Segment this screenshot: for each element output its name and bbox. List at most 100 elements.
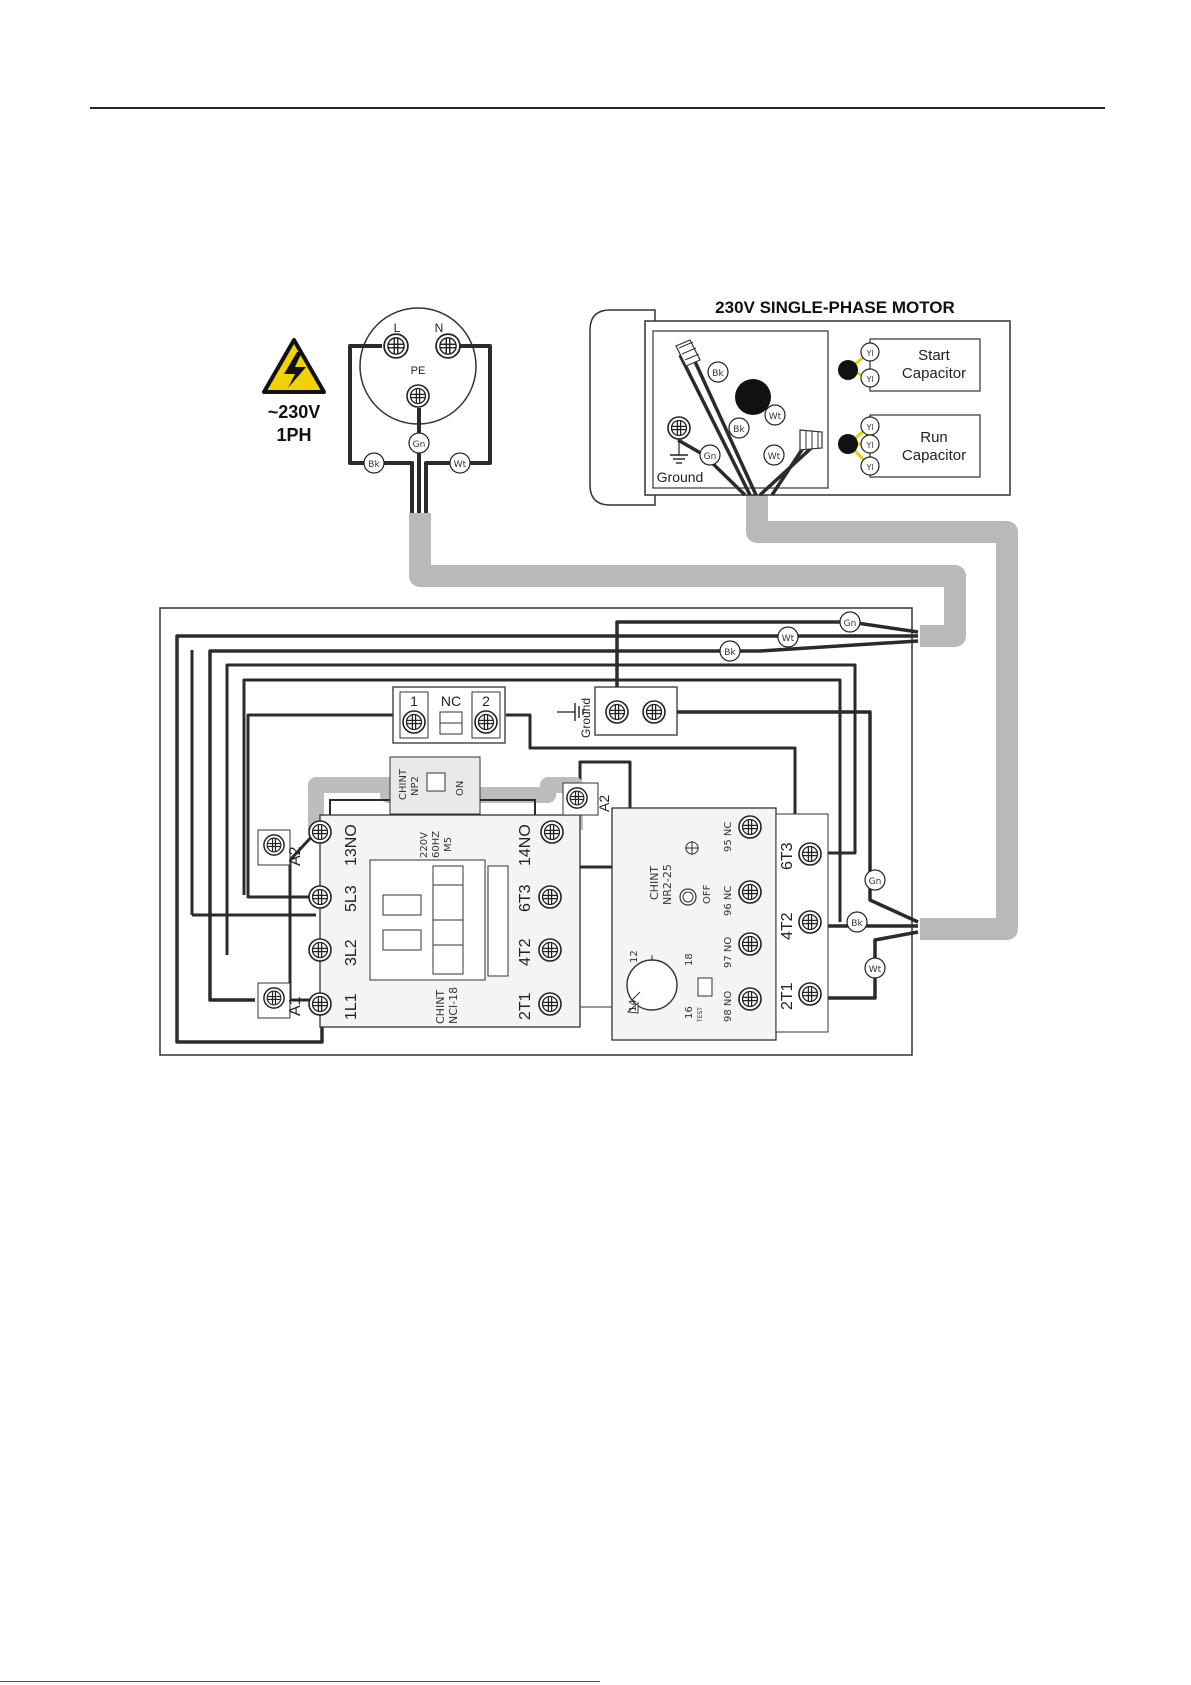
wire-label-wt: Wt (777, 626, 799, 648)
overload-2t1-screw-icon (798, 982, 822, 1006)
supply-voltage-label: ~230V (268, 402, 321, 422)
page-footer-rule (0, 1681, 600, 1682)
wire-label-yl: Yl (860, 368, 880, 388)
contactor-1l1-label: 1L1 (343, 993, 360, 1020)
overload-98no-screw-icon (738, 987, 762, 1011)
control-wires (190, 650, 857, 1002)
svg-text:Gn: Gn (413, 440, 426, 450)
overload-6t3-label: 6T3 (779, 842, 796, 870)
overload-2t1-label: 2T1 (779, 982, 796, 1010)
svg-text:Bk: Bk (724, 648, 736, 658)
contactor-rating-model: M5 (443, 837, 454, 852)
wire-label-yl: Yl (860, 434, 880, 454)
overload-dial-12: 12 (629, 950, 640, 963)
motor-ground-label: Ground (657, 469, 704, 485)
motor-ground-screw-icon (667, 416, 691, 440)
overload-test-label: TEST (697, 1007, 704, 1023)
contactor-2t1-label: 2T1 (517, 992, 534, 1020)
motor-cable (746, 495, 1018, 940)
contactor-rating-frequency: 60HZ (431, 831, 442, 858)
contactor-6t3-screw-icon (538, 885, 562, 909)
svg-text:Wt: Wt (782, 634, 795, 644)
overload-brand: CHINT (648, 866, 661, 900)
supply-cable (409, 513, 966, 647)
plug-n-label: N (435, 321, 444, 335)
run-capacitor-label-2: Capacitor (902, 447, 966, 464)
contactor-14no-label: 14NO (517, 824, 534, 866)
wire-label-gn: Gn (839, 611, 861, 633)
wire-label-bk: Bk (707, 361, 729, 383)
contactor-3l2-label: 3L2 (343, 939, 360, 966)
wire-label-wt: Wt (449, 452, 471, 474)
wire-label-yl: Yl (860, 456, 880, 476)
svg-text:Yl: Yl (865, 349, 873, 358)
wire-nut-icon (799, 429, 823, 451)
wire-label-wt: Wt (763, 444, 785, 466)
wire-label-bk: Bk (719, 640, 741, 662)
motor-housing (589, 309, 1011, 506)
run-capacitor-label-1: Run (920, 429, 948, 446)
high-voltage-warning-icon (262, 338, 326, 394)
contactor-1l1-screw-icon (308, 992, 332, 1016)
contactor-13no-screw-icon (308, 820, 332, 844)
wire-label-yl: Yl (860, 342, 880, 362)
switch-terminal-2-screw-icon (474, 710, 498, 734)
svg-text:Wt: Wt (454, 460, 467, 470)
overload-6t3-screw-icon (798, 842, 822, 866)
overload-off-label: OFF (702, 884, 713, 904)
contactor-5l3-screw-icon (308, 885, 332, 909)
overload-4t2-screw-icon (798, 910, 822, 934)
wire-label-wt: Wt (764, 404, 786, 426)
wire-label-bk: Bk (363, 452, 385, 474)
overload-97no-label: 97 NO (723, 937, 734, 968)
overload-dial-18: 18 (684, 953, 695, 966)
contactor-nc1-18 (257, 782, 599, 1028)
wire-label-bk: Bk (728, 417, 750, 439)
pushbutton-ng2 (389, 756, 481, 815)
svg-text:Wt: Wt (869, 965, 882, 975)
contactor-a1-label: A1 (287, 996, 304, 1016)
plug-n-screw-icon (435, 333, 461, 359)
svg-text:Gn: Gn (704, 452, 717, 462)
ground-screw-2-icon (642, 700, 666, 724)
plug-l-screw-icon (383, 333, 409, 359)
switch-terminal-1-screw-icon (402, 710, 426, 734)
svg-text:Yl: Yl (865, 463, 873, 472)
overload-98no-label: 98 NO (723, 991, 734, 1022)
overload-model: NR2-25 (661, 864, 674, 905)
contactor-top-a2-label: A2 (596, 795, 612, 812)
plug-wires (348, 344, 492, 513)
svg-text:Bk: Bk (368, 460, 380, 470)
ground-screw-1-icon (605, 700, 629, 724)
overload-dial-16: 16 (684, 1006, 695, 1019)
wire-label-gn: Gn (408, 432, 430, 454)
plug-pe-label: PE (411, 365, 426, 377)
plug-l-label: L (394, 321, 401, 335)
svg-text:Gn: Gn (869, 877, 882, 887)
contactor-a1-screw-icon (263, 987, 285, 1009)
pushbutton-inner-wire (329, 799, 536, 830)
wire-nut-icon (675, 339, 701, 367)
overload-4t2-label: 4T2 (779, 912, 796, 940)
contactor-model: NCI-18 (447, 987, 460, 1024)
overload-reset-icon (685, 841, 699, 855)
svg-text:Yl: Yl (865, 423, 873, 432)
contactor-13no-label: 13NO (343, 824, 360, 866)
contactor-brand: CHINT (434, 990, 447, 1024)
power-plug: L N PE (359, 307, 477, 425)
wire-label-yl: Yl (860, 416, 880, 436)
contactor-2t1-screw-icon (538, 992, 562, 1016)
overload-97no-screw-icon (738, 932, 762, 956)
contactor-4t2-screw-icon (538, 938, 562, 962)
supply-wires-in-box (175, 620, 919, 1044)
svg-text:Wt: Wt (768, 452, 781, 462)
wire-label-wt: Wt (864, 957, 886, 979)
wire-label-gn: Gn (864, 869, 886, 891)
motor-internal-wires (677, 354, 822, 497)
svg-text:Gn: Gn (844, 619, 857, 629)
contactor-3l2-screw-icon (308, 938, 332, 962)
wire-label-gn: Gn (699, 444, 721, 466)
svg-text:Wt: Wt (769, 412, 782, 422)
page-header-rule (90, 107, 1105, 109)
